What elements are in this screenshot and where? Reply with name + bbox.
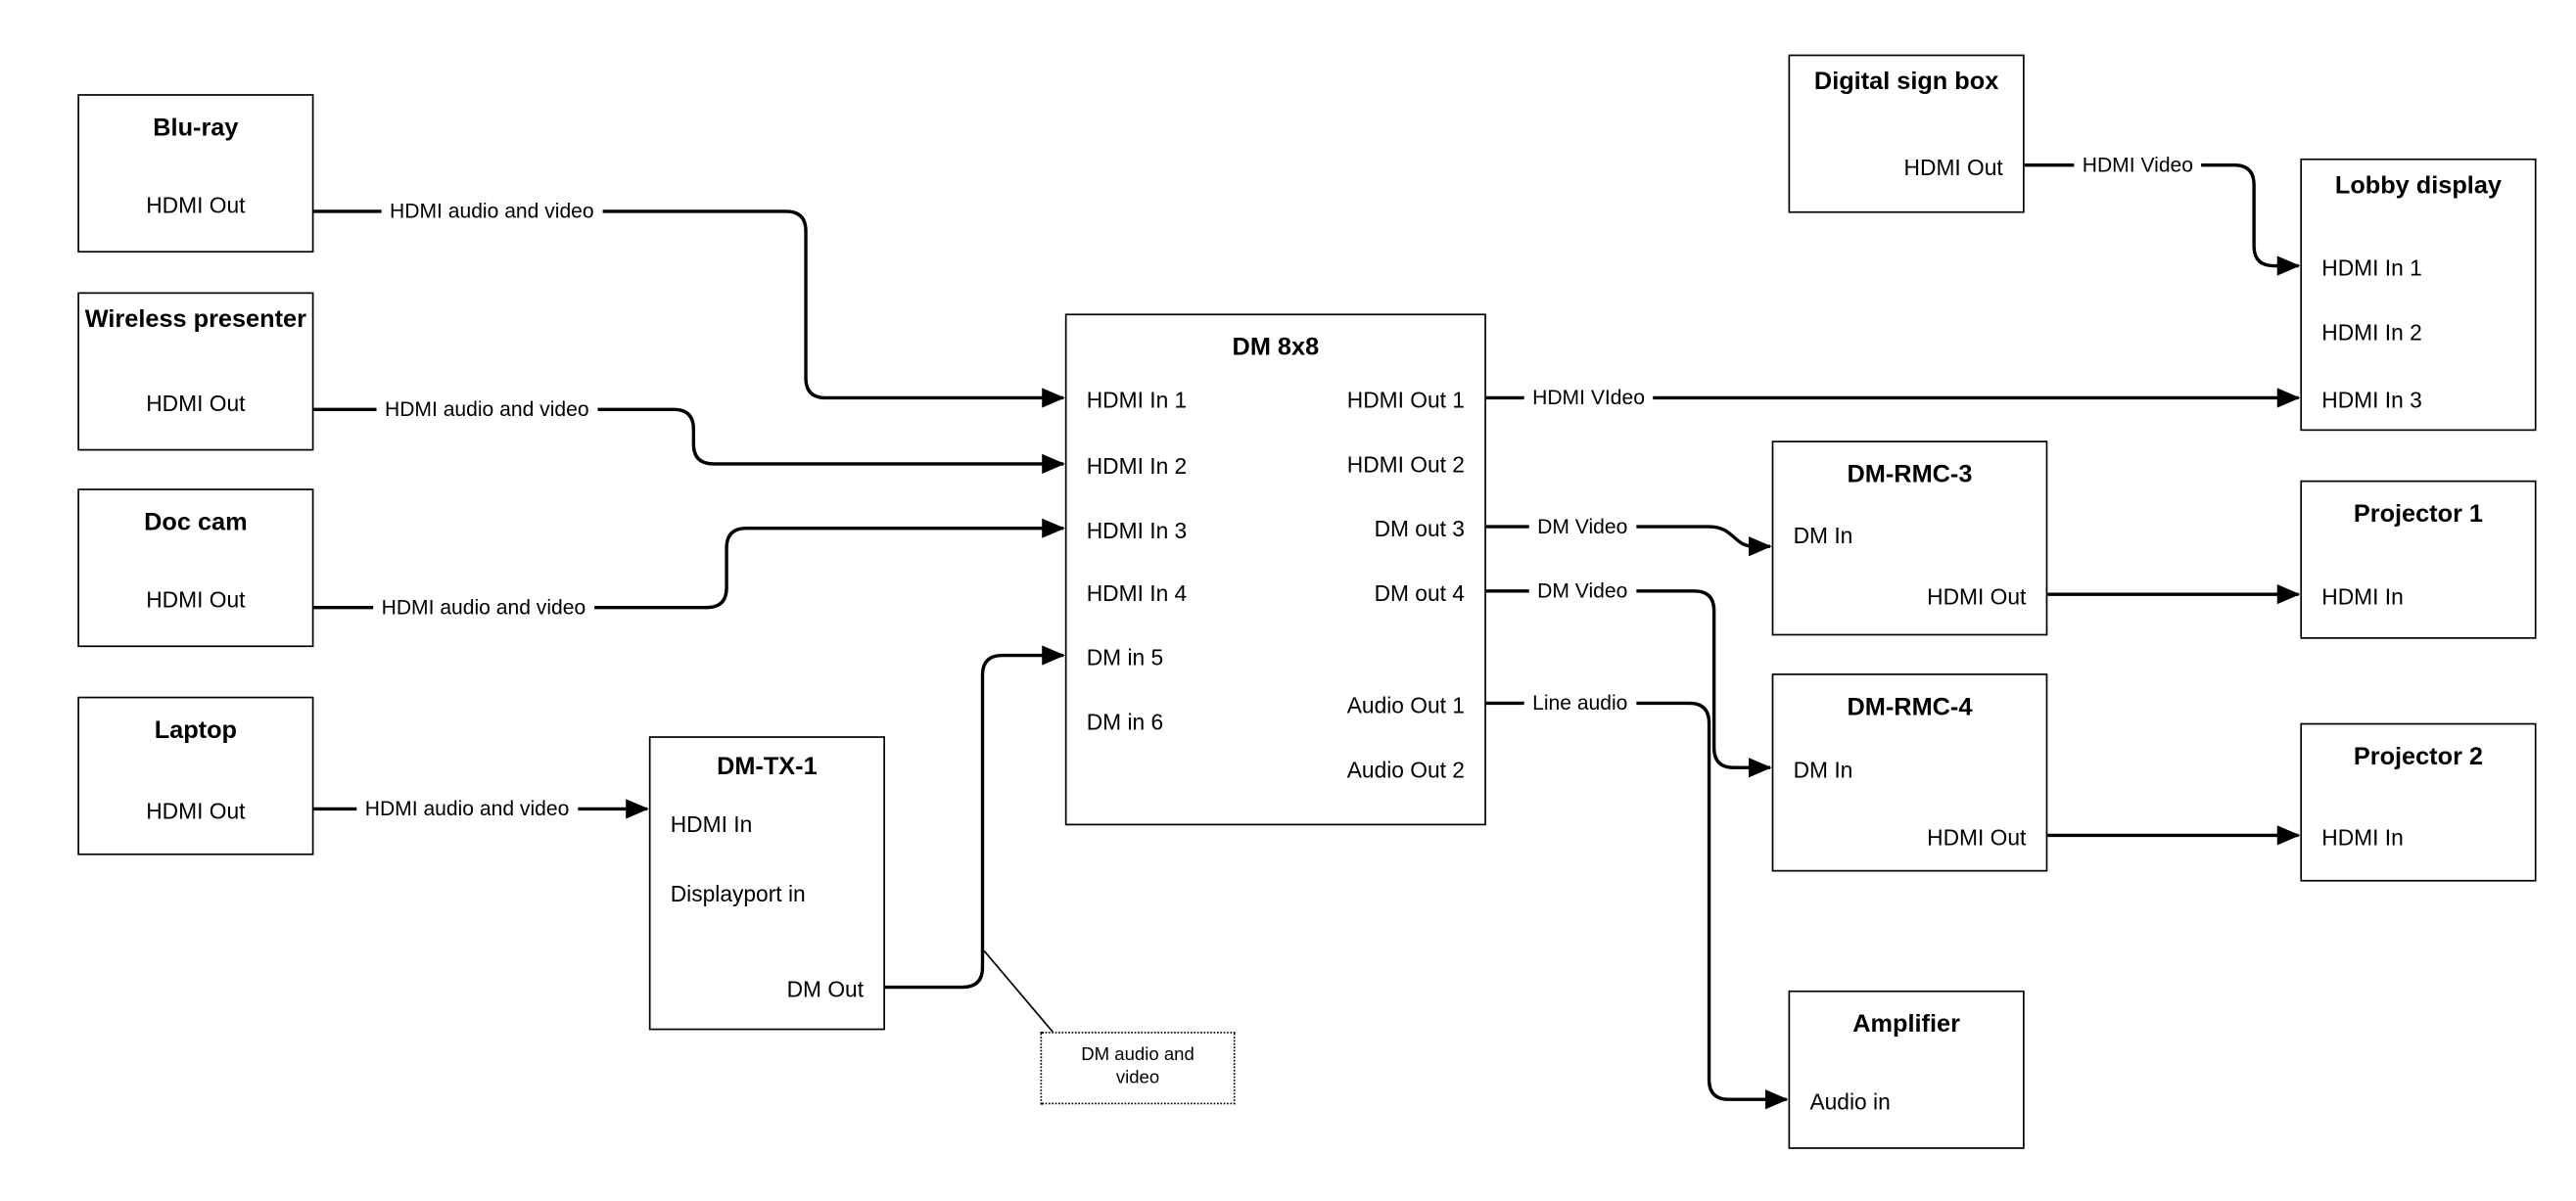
wire-label-hdmi-video-out1: HDMI VIdeo: [1523, 384, 1654, 411]
box-dm-rmc-4: DM-RMC-4 DM In HDMI Out: [1771, 673, 2048, 872]
port-dm8x8-dm-out-3: DM out 3: [1374, 516, 1465, 542]
wire-dm8x8-out3-to-rmc3: [1485, 525, 1772, 557]
port-amplifier-audio-in: Audio in: [1809, 1089, 1891, 1115]
port-dm8x8-audio-out-2: Audio Out 2: [1346, 758, 1465, 783]
wire-dm8x8-audio1-to-amplifier: [1485, 701, 1789, 1110]
wire-label-line-audio: Line audio: [1523, 689, 1636, 716]
port-wireless-hdmi-out: HDMI Out: [146, 391, 246, 417]
port-rmc3-dm-in: DM In: [1793, 523, 1853, 548]
note-dm-audio-and-video: DM audio and video: [1040, 1032, 1236, 1105]
box-dm-rmc-3: DM-RMC-3 DM In HDMI Out: [1771, 440, 2048, 636]
port-dm8x8-hdmi-in-4: HDMI In 4: [1086, 580, 1188, 606]
box-projector-2: Projector 2 HDMI In: [2300, 722, 2537, 882]
wire-doccam-to-dm8x8: [313, 518, 1065, 610]
box-dm-tx-1: DM-TX-1 HDMI In Displayport in DM Out: [648, 736, 885, 1031]
port-dm8x8-dm-in-6: DM in 6: [1086, 710, 1164, 735]
box-dm-tx-1-title: DM-TX-1: [717, 753, 818, 781]
port-dm8x8-hdmi-in-1: HDMI In 1: [1086, 388, 1188, 413]
box-doc-cam-title: Doc cam: [144, 508, 248, 537]
wire-label-bluray: HDMI audio and video: [381, 198, 603, 225]
port-dm8x8-audio-out-1: Audio Out 1: [1346, 693, 1465, 718]
wire-wireless-to-dm8x8: [313, 407, 1065, 475]
port-dm8x8-hdmi-in-3: HDMI In 3: [1086, 518, 1188, 543]
wire-label-dm-video-4: DM Video: [1528, 577, 1636, 605]
port-dm8x8-hdmi-out-1: HDMI Out 1: [1346, 388, 1465, 413]
wire-dmtx1-to-dm8x8: [884, 645, 1065, 990]
port-dm8x8-hdmi-in-2: HDMI In 2: [1086, 453, 1188, 480]
wire-label-dm-video-3: DM Video: [1528, 513, 1636, 540]
port-rmc4-dm-in: DM In: [1793, 758, 1853, 783]
box-laptop: Laptop HDMI Out: [77, 696, 314, 855]
box-dm-8x8: DM 8x8 HDMI In 1 HDMI In 2 HDMI In 3 HDM…: [1064, 313, 1486, 826]
box-digital-sign-title: Digital sign box: [1813, 68, 1999, 96]
box-amplifier-title: Amplifier: [1852, 1010, 1960, 1039]
wire-label-laptop: HDMI audio and video: [356, 795, 578, 822]
wire-label-doccam: HDMI audio and video: [373, 594, 594, 622]
port-dm8x8-dm-out-4: DM out 4: [1374, 580, 1465, 606]
box-bluray-title: Blu-ray: [153, 114, 239, 143]
box-bluray: Blu-ray HDMI Out: [77, 94, 314, 254]
port-projector2-hdmi-in: HDMI In: [2321, 825, 2404, 851]
box-digital-sign: Digital sign box HDMI Out: [1788, 54, 2025, 213]
port-dm8x8-dm-in-5: DM in 5: [1086, 645, 1164, 670]
box-projector-1-title: Projector 1: [2353, 500, 2484, 529]
port-dmtx1-hdmi-in: HDMI In: [670, 811, 753, 838]
box-laptop-title: Laptop: [154, 716, 238, 745]
box-projector-2-title: Projector 2: [2353, 742, 2484, 771]
wire-label-wireless: HDMI audio and video: [376, 395, 598, 423]
port-digital-sign-hdmi-out: HDMI Out: [1903, 155, 2003, 180]
box-dm-rmc-3-title: DM-RMC-3: [1847, 460, 1973, 489]
port-laptop-hdmi-out: HDMI Out: [146, 799, 246, 824]
box-wireless-presenter: Wireless presenter HDMI Out: [77, 292, 314, 451]
box-dm-8x8-title: DM 8x8: [1232, 333, 1320, 362]
box-doc-cam: Doc cam HDMI Out: [77, 488, 314, 648]
port-rmc4-hdmi-out: HDMI Out: [1927, 825, 2027, 851]
box-lobby-display-title: Lobby display: [2334, 171, 2502, 201]
port-dmtx1-displayport-in: Displayport in: [670, 881, 806, 906]
port-lobby-hdmi-in-3: HDMI In 3: [2321, 388, 2422, 413]
port-dm8x8-hdmi-out-2: HDMI Out 2: [1346, 452, 1465, 478]
port-doccam-hdmi-out: HDMI Out: [146, 587, 246, 613]
box-wireless-presenter-title: Wireless presenter: [84, 305, 306, 334]
port-lobby-hdmi-in-1: HDMI In 1: [2321, 255, 2422, 281]
box-dm-rmc-4-title: DM-RMC-4: [1847, 693, 1973, 722]
port-bluray-hdmi-out: HDMI Out: [146, 193, 246, 218]
wire-dm8x8-out4-to-rmc4: [1485, 589, 1772, 778]
port-rmc3-hdmi-out: HDMI Out: [1927, 584, 2027, 610]
port-dmtx1-dm-out: DM Out: [786, 977, 865, 1002]
wire-digitalsign-to-lobby: [2024, 162, 2301, 276]
box-amplifier: Amplifier Audio in: [1788, 990, 2025, 1149]
port-projector1-hdmi-in: HDMI In: [2321, 584, 2404, 610]
note-leader-line: [983, 949, 1058, 1038]
port-lobby-hdmi-in-2: HDMI In 2: [2321, 320, 2422, 346]
wire-bluray-to-dm8x8: [313, 209, 1065, 408]
box-lobby-display: Lobby display HDMI In 1 HDMI In 2 HDMI I…: [2300, 158, 2537, 432]
wire-label-sign-hdmi-video: HDMI Video: [2074, 152, 2202, 179]
box-projector-1: Projector 1 HDMI In: [2300, 480, 2537, 639]
